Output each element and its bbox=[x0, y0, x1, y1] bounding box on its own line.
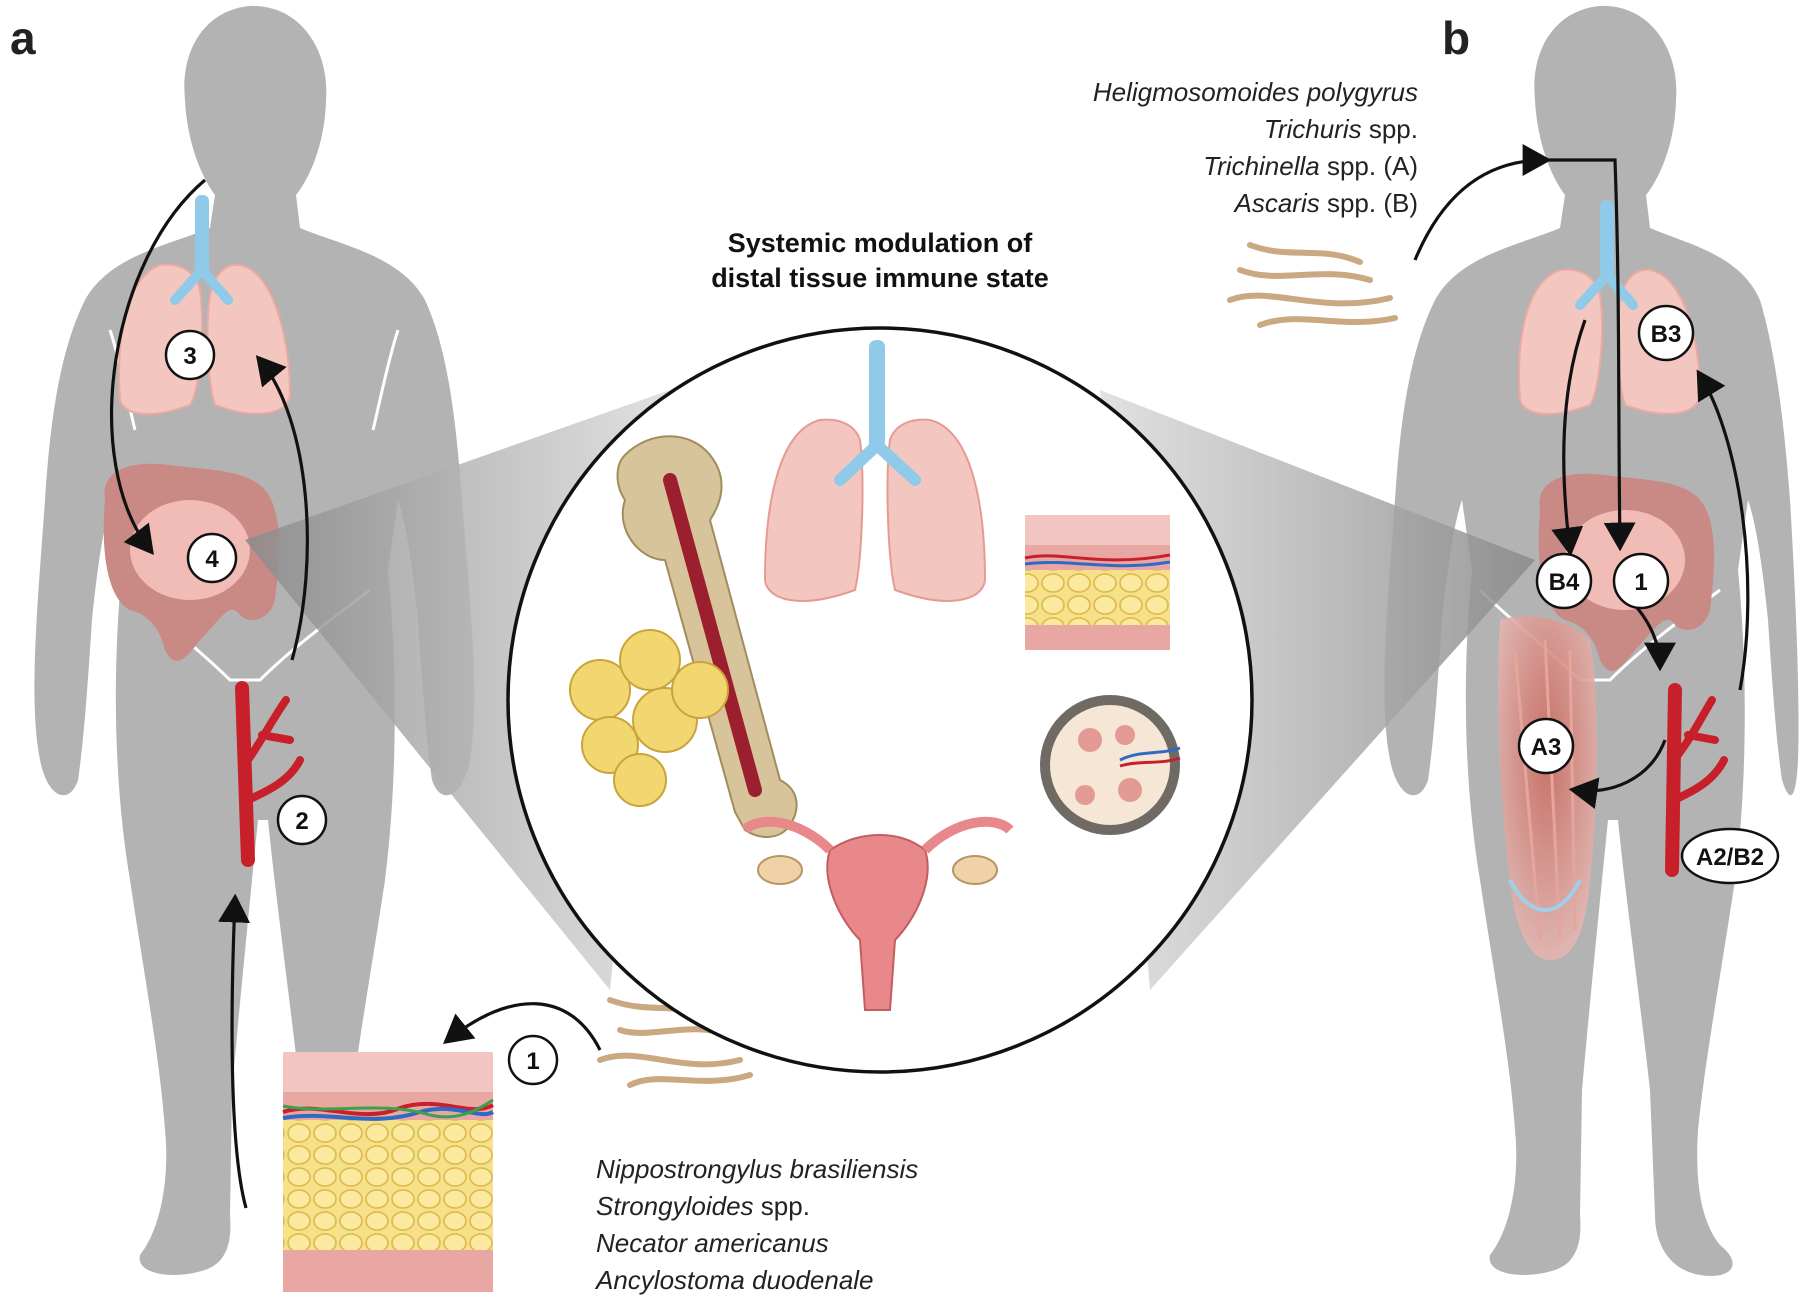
panel-label-a: a bbox=[10, 12, 36, 64]
vessel-a bbox=[235, 681, 304, 867]
arrows-a bbox=[110, 178, 602, 1209]
step-a4: 4 bbox=[186, 532, 238, 584]
skin-block-a bbox=[282, 1052, 495, 1292]
worms-b bbox=[1227, 242, 1398, 328]
step-a2b2: A2/B2 bbox=[1680, 827, 1780, 885]
species-a-item: Ancylostoma duodenale bbox=[594, 1265, 874, 1295]
species-list-a: Nippostrongylus brasiliensis Strongyloid… bbox=[594, 1154, 918, 1295]
svg-text:A2/B2: A2/B2 bbox=[1696, 844, 1764, 871]
svg-text:A3: A3 bbox=[1531, 734, 1562, 761]
step-b4: B4 bbox=[1535, 552, 1593, 610]
leg-muscle-b bbox=[1498, 616, 1597, 960]
lymph-node-icon bbox=[1040, 695, 1181, 835]
step-b1: 1 bbox=[1612, 552, 1670, 610]
step-a3-b: A3 bbox=[1517, 717, 1575, 775]
svg-text:1: 1 bbox=[1634, 569, 1647, 596]
species-a-item: Necator americanus bbox=[596, 1228, 829, 1258]
step-a1: 1 bbox=[507, 1034, 559, 1086]
lungs-icon bbox=[763, 340, 987, 602]
svg-text:4: 4 bbox=[205, 546, 219, 573]
arrows-b bbox=[1413, 144, 1750, 809]
step-b3: B3 bbox=[1637, 304, 1695, 362]
svg-text:B4: B4 bbox=[1549, 569, 1580, 596]
species-a-item: Nippostrongylus brasiliensis bbox=[596, 1154, 918, 1184]
species-a-item: Strongyloides spp. bbox=[596, 1191, 810, 1221]
adipose-icon bbox=[569, 629, 729, 807]
svg-text:1: 1 bbox=[526, 1048, 539, 1075]
step-a3: 3 bbox=[164, 329, 216, 381]
species-b-item: Trichuris spp. bbox=[1264, 114, 1418, 144]
species-list-b: Heligmosomoides polygyrus Trichuris spp.… bbox=[1093, 77, 1418, 218]
species-b-item: Trichinella spp. (A) bbox=[1203, 151, 1418, 181]
svg-text:B3: B3 bbox=[1651, 321, 1682, 348]
center-title-line2: distal tissue immune state bbox=[711, 263, 1049, 293]
svg-text:3: 3 bbox=[183, 343, 196, 370]
skin-icon bbox=[1024, 515, 1171, 650]
step-a2: 2 bbox=[276, 794, 328, 846]
panel-label-b: b bbox=[1442, 12, 1470, 64]
vessel-b bbox=[1665, 683, 1728, 877]
center-title-line1: Systemic modulation of bbox=[728, 228, 1034, 258]
svg-text:2: 2 bbox=[295, 808, 308, 835]
uterus-icon bbox=[741, 816, 1014, 1011]
species-b-item: Heligmosomoides polygyrus bbox=[1093, 77, 1418, 107]
species-b-item: Ascaris spp. (B) bbox=[1233, 188, 1419, 218]
